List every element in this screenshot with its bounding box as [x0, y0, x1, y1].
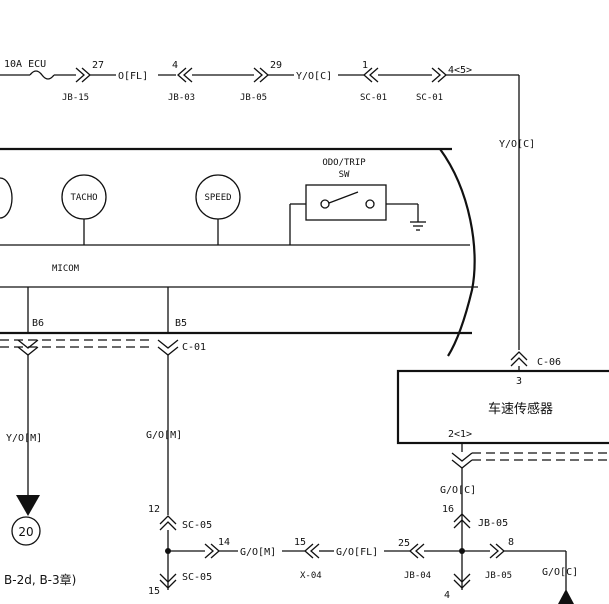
middle-branch: G/O[M] 12 SC-05 SC-05 15 14 G/O[M] 15 X-… — [146, 355, 410, 597]
switch-contact — [328, 191, 359, 204]
connector-jb03-symbol — [177, 67, 193, 83]
connector-jb03-name: JB-03 — [168, 93, 195, 103]
cluster-break-curve — [439, 148, 476, 357]
connector-sc01-b-pin: 4<5> — [448, 65, 472, 76]
connector-jb05-symbol — [253, 67, 269, 83]
pin-14: 14 — [218, 537, 230, 548]
odo-trip-label: ODO/TRIP — [322, 158, 366, 168]
jb04-label: JB-04 — [404, 571, 431, 581]
speed-label: SPEED — [204, 193, 231, 203]
left-branch: Y/O[M] 20 B-2d, B-3章) — [4, 355, 76, 587]
jb04-symbol — [409, 543, 425, 559]
gauge-partial-left — [0, 177, 13, 219]
wire-yo-c-label: Y/O[C] — [296, 71, 332, 82]
wire-go-c-out-label: G/O[C] — [542, 567, 578, 578]
connector-x04-symbol — [304, 543, 320, 559]
reference-circle — [11, 516, 41, 546]
wire-go-fl-label: G/O[FL] — [336, 547, 378, 558]
jb05-bottom-label: JB-05 — [485, 571, 512, 581]
connector-sc01-b-symbol — [431, 67, 447, 83]
c01-label: C-01 — [182, 342, 206, 353]
pin-8: 8 — [508, 537, 514, 548]
right-branch: G/O[C] 16 JB-05 25 JB-04 4 8 JB-05 G/O[C… — [398, 443, 609, 604]
pin-4: 4 — [444, 590, 450, 601]
connector-sc01-a-symbol — [363, 67, 379, 83]
instrument-cluster: TACHO SPEED ODO/TRIP SW MICOM B6 B5 — [0, 147, 478, 357]
reference-number: 20 — [18, 525, 33, 539]
tacho-label: TACHO — [70, 193, 97, 203]
vehicle-speed-sensor: C-06 3 车速传感器 2<1> — [396, 351, 609, 445]
fuse-symbol — [29, 70, 55, 80]
fuse-label: 10A ECU — [4, 59, 46, 70]
c01-right-symbol — [157, 339, 179, 356]
sensor-box — [396, 369, 609, 445]
x04-label: X-04 — [300, 571, 322, 581]
terminal-b6: B6 — [32, 318, 44, 329]
jb05-top-label: JB-05 — [478, 518, 508, 529]
pin4-symbol — [453, 573, 471, 589]
micom-label: MICOM — [52, 264, 80, 274]
down-arrow-icon — [16, 495, 40, 516]
connector-jb05-pin: 29 — [270, 60, 282, 71]
sc05-bottom-label: SC-05 — [182, 572, 212, 583]
connector-jb03-pin: 4 — [172, 60, 178, 71]
pin-16: 16 — [442, 504, 454, 515]
jb05-top-symbol — [453, 513, 471, 529]
wire-yo-m-label: Y/O[M] — [6, 433, 42, 444]
wire-yo-c-vertical-label: Y/O[C] — [499, 139, 535, 150]
sensor-pin-bottom: 2<1> — [448, 429, 472, 440]
wire-o-fl-label: O[FL] — [118, 71, 148, 82]
top-harness: 10A ECU 27 JB-15 O[FL] 4 JB-03 29 JB-05 … — [0, 59, 535, 350]
connector-jb15-pin: 27 — [92, 60, 104, 71]
connector-jb15-symbol — [75, 67, 91, 83]
switch-sw-label: SW — [339, 170, 350, 180]
jb05-bottom-symbol — [489, 543, 505, 559]
connector-jb05-name: JB-05 — [240, 93, 267, 103]
footnote: B-2d, B-3章) — [4, 572, 76, 587]
sc05-top-symbol — [159, 515, 177, 531]
ground-icon — [410, 221, 426, 231]
connector-sc01-a-pin: 1 — [362, 60, 368, 71]
terminal-b5: B5 — [175, 318, 187, 329]
sensor-pin-top: 3 — [516, 376, 522, 387]
sensor-name: 车速传感器 — [488, 401, 553, 417]
c06-symbol — [510, 351, 528, 367]
wire-go-m-horizontal-label: G/O[M] — [240, 547, 276, 558]
sensor-out-connector-symbol — [451, 452, 473, 469]
pin-25: 25 — [398, 538, 410, 549]
sc05-bottom-pin: 15 — [148, 586, 160, 597]
odo-trip-switch-box — [305, 184, 387, 221]
connector-jb15-name: JB-15 — [62, 93, 89, 103]
c01-connector-row: C-01 — [0, 339, 206, 356]
wire-go-c-vertical-label: G/O[C] — [440, 485, 476, 496]
up-arrow-icon — [558, 589, 574, 604]
sc05-bottom-symbol — [159, 573, 177, 589]
sc05-top-pin: 12 — [148, 504, 160, 515]
pin-15: 15 — [294, 537, 306, 548]
connector-14-symbol — [204, 543, 220, 559]
c06-label: C-06 — [537, 357, 561, 368]
sc05-top-label: SC-05 — [182, 520, 212, 531]
connector-sc01-a-name: SC-01 — [360, 93, 387, 103]
connector-sc01-b-name: SC-01 — [416, 93, 443, 103]
wire-go-m-vertical-label: G/O[M] — [146, 430, 182, 441]
